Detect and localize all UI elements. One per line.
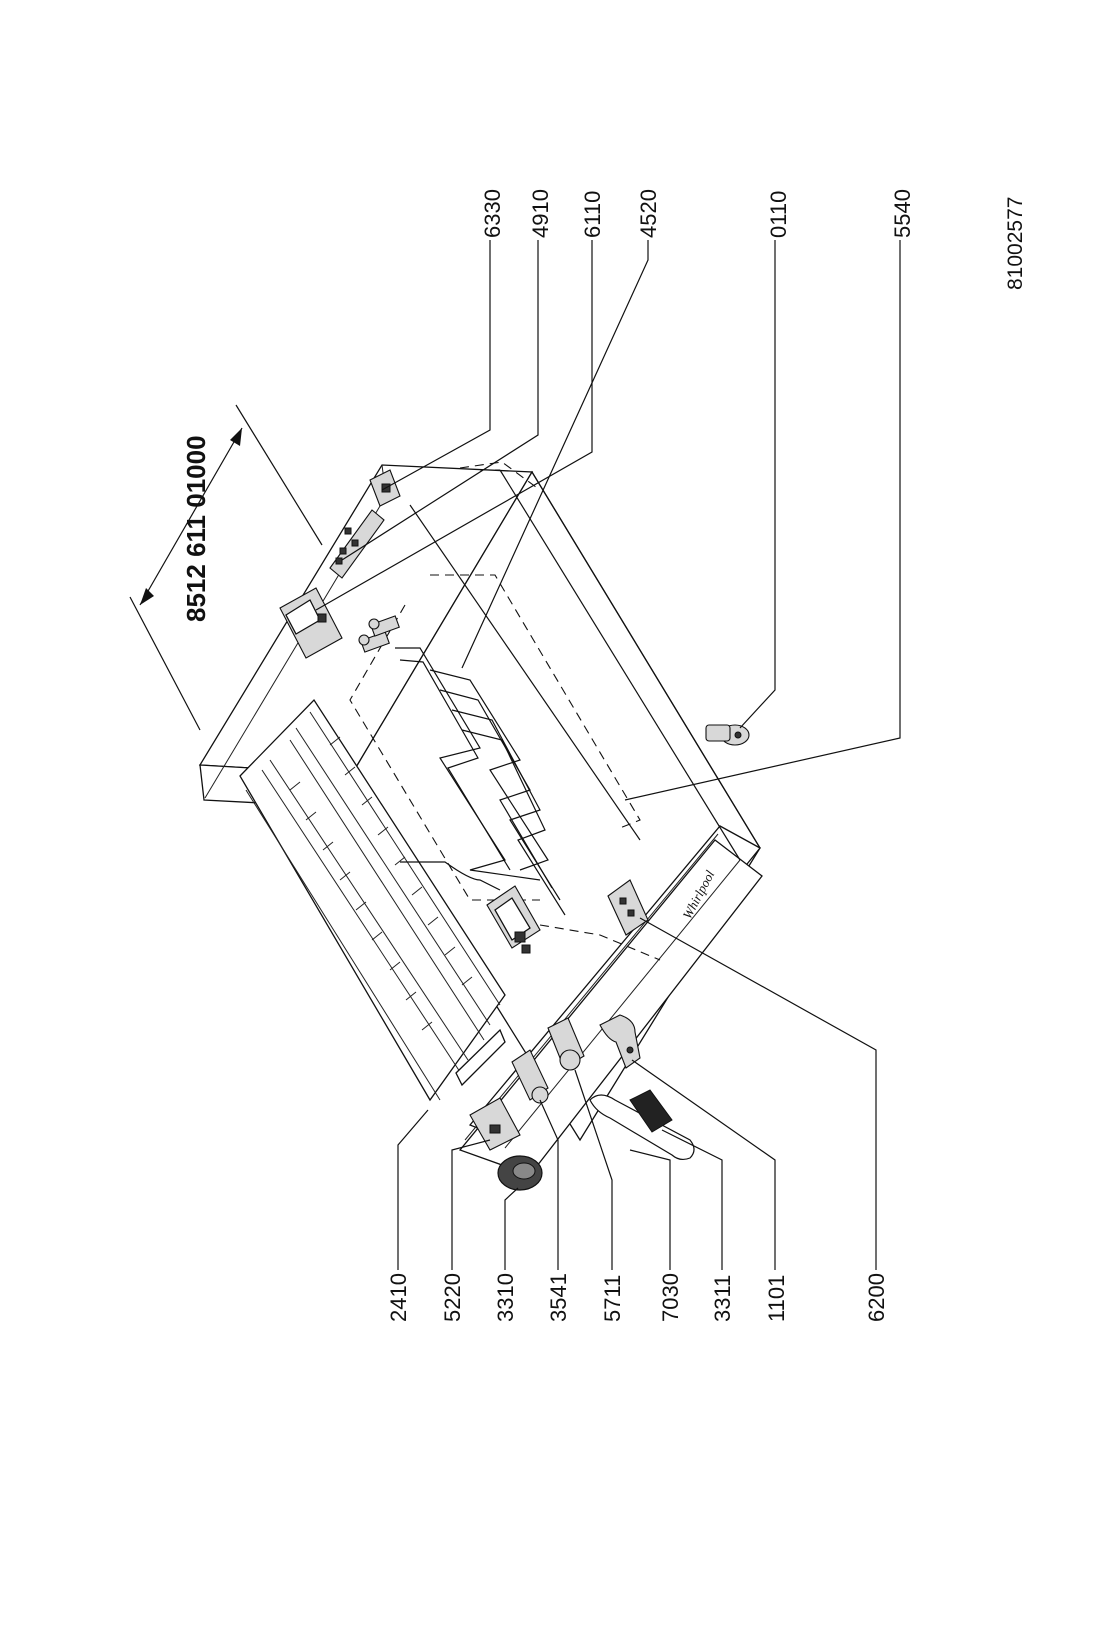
callout-4910: 4910 (528, 189, 553, 238)
callout-4520: 4520 (636, 189, 661, 238)
relay-6110 (279, 587, 343, 659)
lamp-holder-5711 (547, 1017, 585, 1071)
switch-5220 (469, 1097, 521, 1151)
callout-2410: 2410 (386, 1273, 411, 1322)
document-number: 81002577 (1004, 197, 1027, 290)
hob-ribs (289, 736, 473, 1031)
bracket-1101 (599, 1014, 641, 1069)
terminal-block-4910 (329, 509, 385, 579)
control-3541 (511, 1049, 549, 1104)
callout-5711: 5711 (600, 1275, 625, 1322)
callout-6110: 6110 (580, 191, 605, 238)
callout-6330: 6330 (480, 189, 505, 238)
leaders-top (315, 240, 901, 801)
hob-plate-assembly (239, 698, 506, 1102)
callout-5540: 5540 (890, 189, 915, 238)
leaders-bottom (397, 917, 877, 1270)
callout-1101: 1101 (764, 1275, 789, 1322)
callout-3310: 3310 (493, 1273, 518, 1322)
foot-0110 (705, 724, 750, 746)
model-dimension (129, 404, 323, 731)
callout-0110: 0110 (766, 191, 791, 238)
heating-element (358, 615, 566, 916)
callout-3311: 3311 (710, 1275, 735, 1322)
callout-3541: 3541 (546, 1273, 571, 1322)
callout-6200: 6200 (864, 1273, 889, 1322)
callout-5220: 5220 (440, 1273, 465, 1322)
knob-3310 (497, 1155, 543, 1191)
thermostat-block (486, 885, 541, 954)
indicator-block-6200 (607, 879, 649, 936)
hob-plate (239, 698, 506, 1102)
element-terminals (358, 615, 400, 653)
model-number: 8512 611 01000 (181, 435, 211, 622)
clip-3311 (629, 1089, 673, 1133)
callout-7030: 7030 (658, 1273, 683, 1322)
hose-7030 (589, 1094, 695, 1161)
